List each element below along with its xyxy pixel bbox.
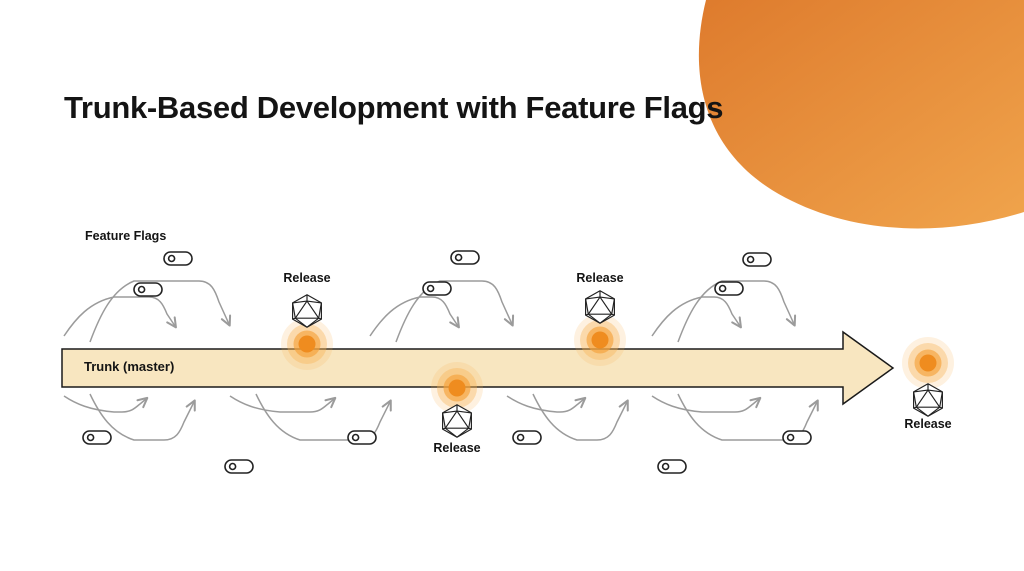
- feature-flags-label: Feature Flags: [85, 229, 167, 243]
- toggle-icon: [714, 281, 744, 296]
- branch-arrow: [63, 296, 177, 337]
- branch-arrow: [63, 395, 149, 413]
- page-title: Trunk-Based Development with Feature Fla…: [64, 90, 724, 125]
- branch-arrow: [677, 280, 797, 343]
- toggle-icon: [782, 430, 812, 445]
- toggle-icon: [742, 252, 772, 267]
- branch-arrow: [369, 296, 460, 337]
- release-label-2: Release: [433, 441, 481, 455]
- branch-arrow: [229, 395, 337, 413]
- branch-arrow: [651, 296, 742, 337]
- release-glow: [431, 362, 483, 414]
- branch-arrows-above: [63, 280, 797, 343]
- branch-arrow: [89, 280, 232, 343]
- trunk-label: Trunk (master): [84, 359, 175, 374]
- toggle-icon: [422, 281, 452, 296]
- release-label-4: Release: [904, 417, 952, 431]
- toggle-icon: [347, 430, 377, 445]
- toggle-icon: [163, 251, 193, 266]
- release-glows: [281, 314, 954, 414]
- release-label-1: Release: [283, 271, 331, 285]
- toggle-icon: [133, 282, 163, 297]
- release-glow: [902, 337, 954, 389]
- branch-arrow: [651, 395, 762, 413]
- release-glow: [281, 318, 333, 370]
- toggle-icon: [224, 459, 254, 474]
- toggle-icon: [657, 459, 687, 474]
- icosahedron-icon: [913, 383, 943, 417]
- toggle-icon: [82, 430, 112, 445]
- branch-arrow: [89, 393, 196, 441]
- branch-arrows-below: [63, 393, 819, 441]
- branch-arrow: [255, 393, 392, 441]
- trunk-arrow: [61, 330, 895, 406]
- branch-arrow: [677, 393, 819, 441]
- branch-arrow: [532, 393, 629, 441]
- toggle-icon: [512, 430, 542, 445]
- toggle-icon: [450, 250, 480, 265]
- orange-corner-blob: [698, 0, 1024, 229]
- release-label-3: Release: [576, 271, 624, 285]
- branch-arrow: [506, 395, 587, 413]
- release-glow: [574, 314, 626, 366]
- branch-arrow: [395, 280, 515, 343]
